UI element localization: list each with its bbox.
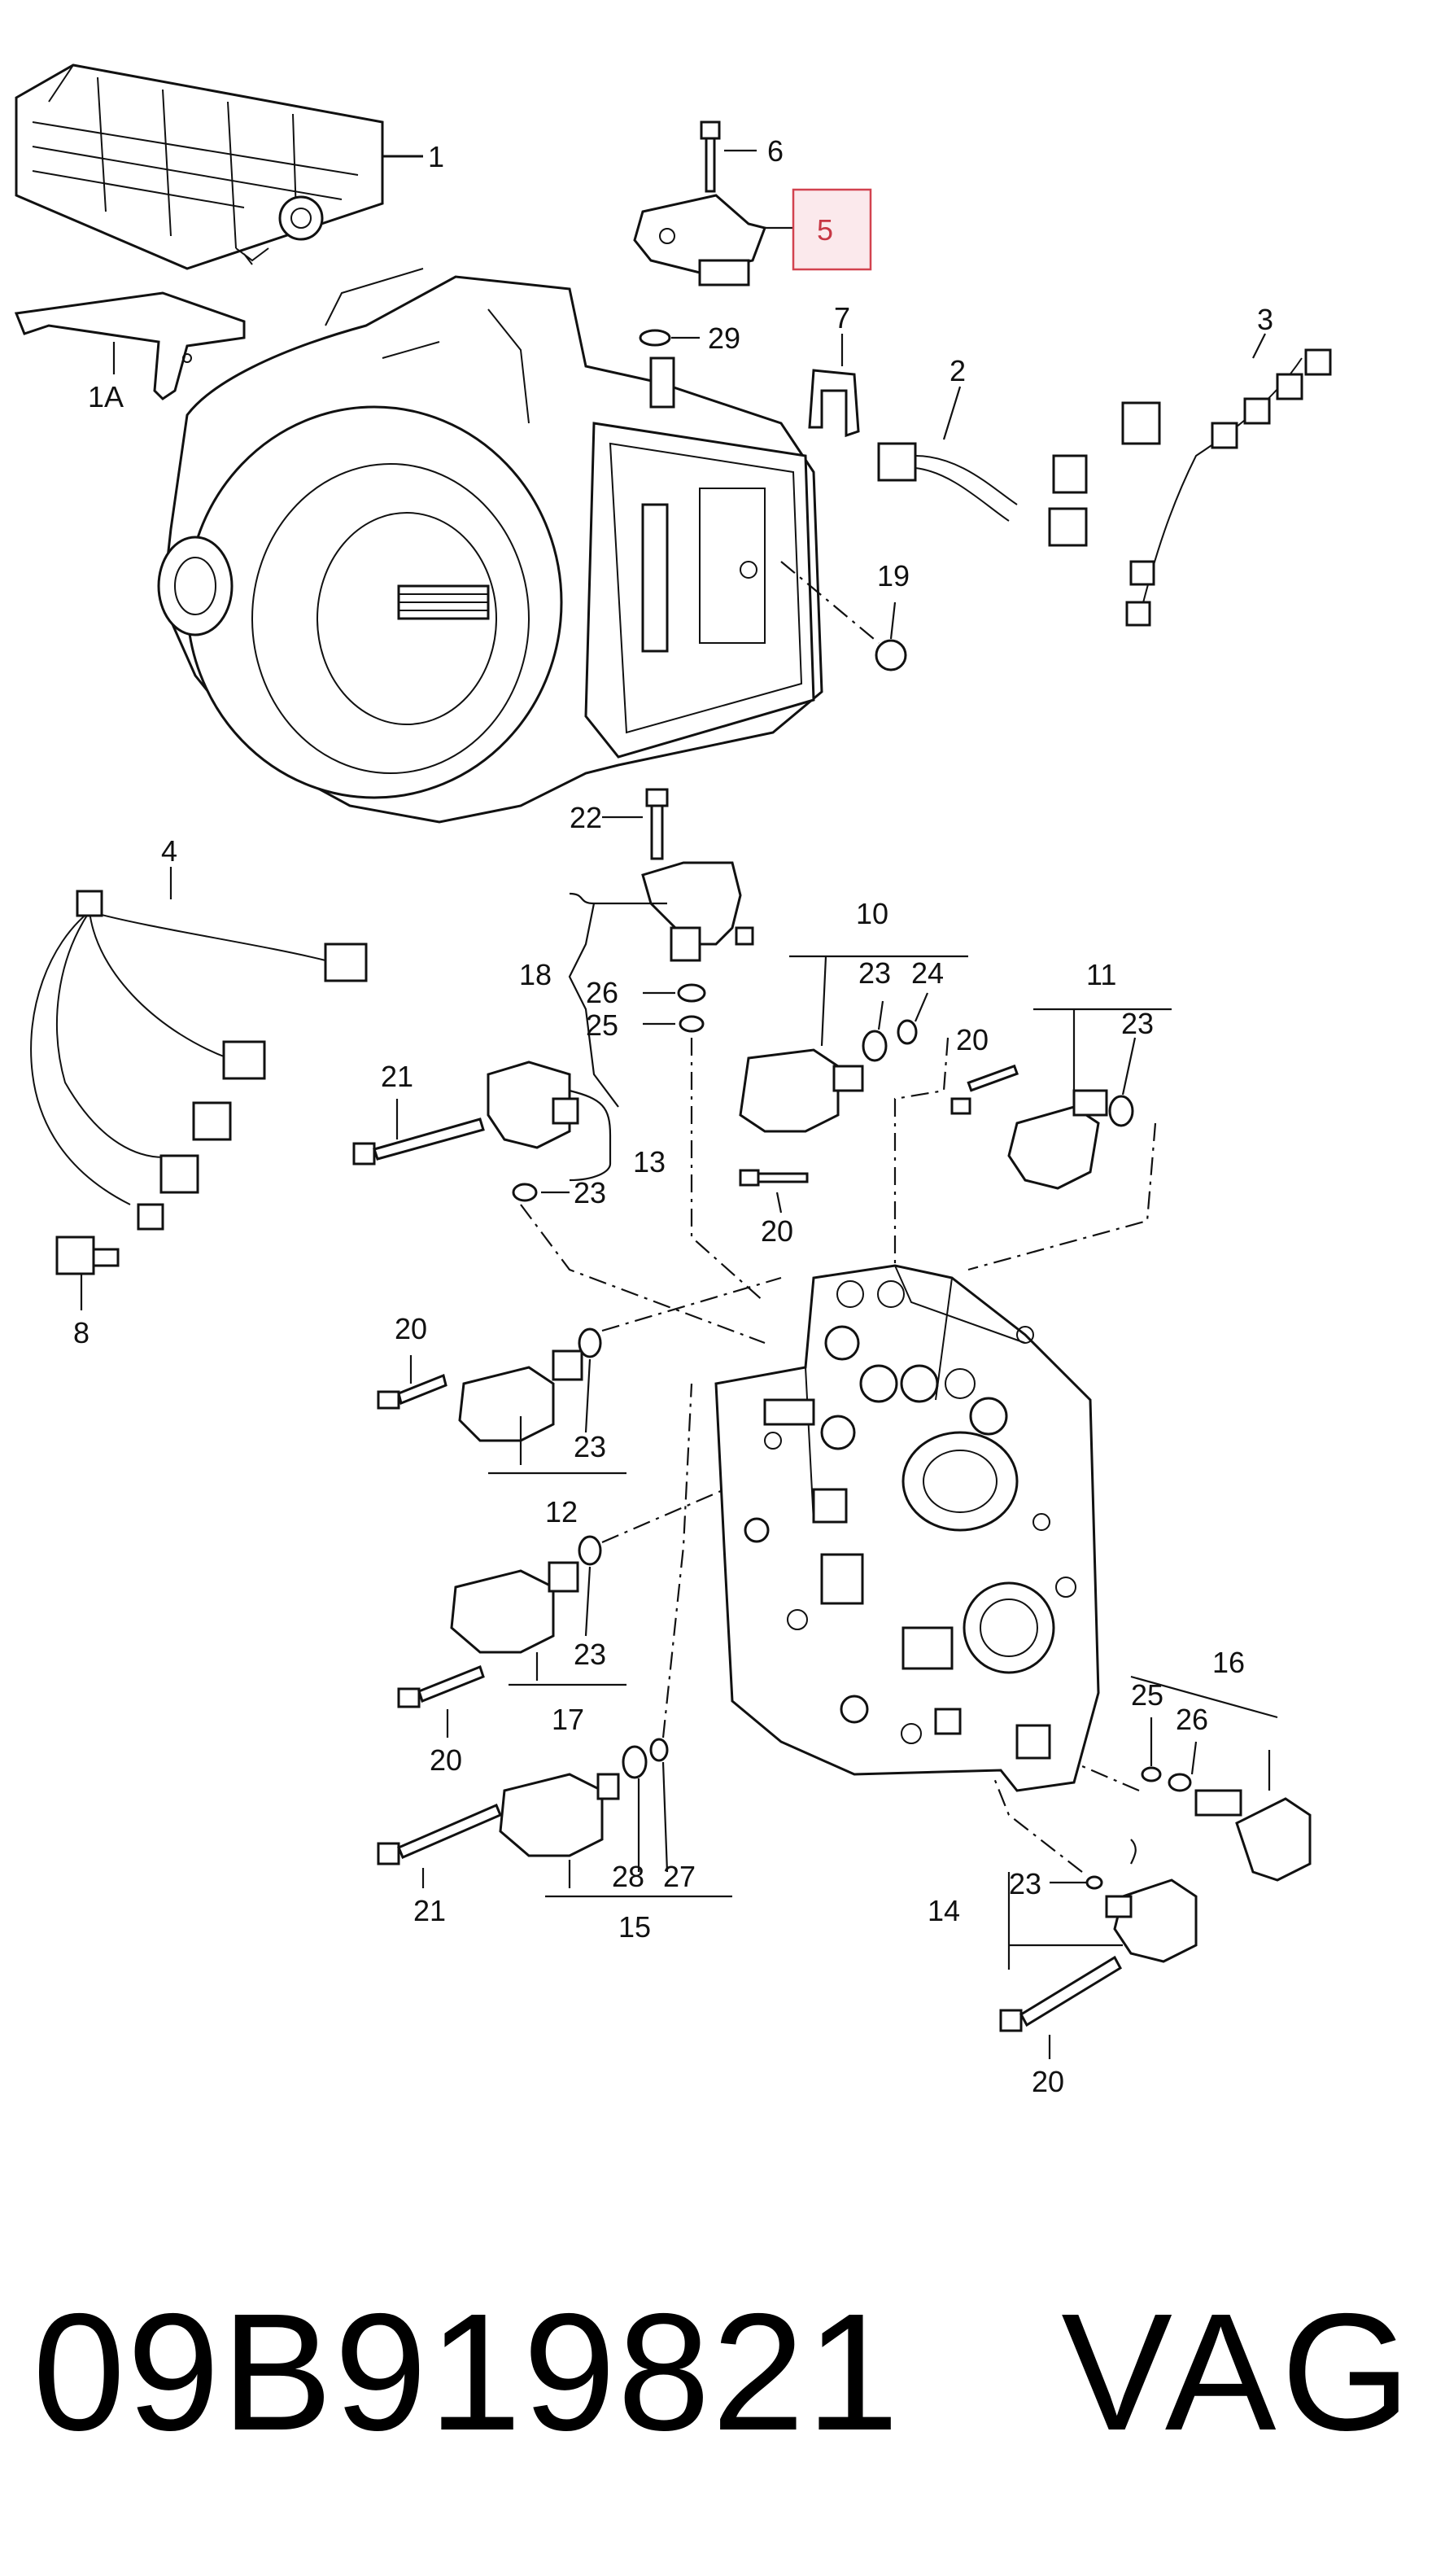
callout-10: 10 [856, 897, 888, 930]
footer-caption: 09B919821 VAG [33, 2271, 1416, 2474]
callout-21-b: 21 [413, 1894, 446, 1927]
callout-20-d: 20 [430, 1743, 462, 1777]
seal-28-drawing [622, 1745, 648, 1779]
callout-17: 17 [552, 1703, 584, 1736]
callout-24: 24 [911, 956, 944, 990]
valve-18-drawing [641, 861, 754, 962]
seal-27-drawing [649, 1738, 669, 1762]
callout-25-a: 25 [586, 1008, 618, 1042]
callout-7: 7 [834, 301, 850, 335]
callout-25-b: 25 [1131, 1678, 1163, 1712]
seal-19-drawing [875, 639, 907, 671]
callout-27: 27 [663, 1860, 696, 1893]
valve-14-drawing [1105, 1878, 1198, 1963]
control-unit-drawing [15, 63, 384, 270]
seal-24-drawing [897, 1019, 918, 1045]
callout-20-a: 20 [956, 1023, 989, 1056]
bolt-6-drawing [700, 120, 721, 193]
seal-23-v17-drawing [578, 1535, 602, 1566]
callout-5: 5 [817, 213, 833, 247]
callout-11: 11 [1086, 958, 1116, 991]
part-5-bracket-drawing [633, 194, 766, 286]
callout-4: 4 [161, 834, 177, 868]
callout-23-f: 23 [1009, 1867, 1041, 1900]
bolt-20-v12-drawing [377, 1373, 447, 1410]
callout-12: 12 [545, 1495, 578, 1529]
callout-26-b: 26 [1176, 1703, 1208, 1736]
harness-3-drawing [1121, 348, 1332, 627]
callout-labels: 1 1A 2 3 4 5 6 7 8 10 11 12 13 14 15 16 … [73, 134, 1273, 2098]
seal-23-v11-drawing [1108, 1095, 1134, 1127]
highlight-box-part-5 [792, 188, 872, 271]
bolt-21-v15-drawing [377, 1804, 502, 1865]
seal-26-v16-drawing [1168, 1773, 1192, 1792]
seal-29-drawing [639, 329, 671, 347]
callout-3: 3 [1257, 303, 1273, 336]
bolt-20-v10-drawing [739, 1169, 809, 1187]
callout-22: 22 [570, 801, 602, 834]
bolt-21-v13-drawing [352, 1117, 485, 1166]
bolt-20-v11-drawing [950, 1064, 1019, 1115]
callout-15: 15 [618, 1910, 651, 1944]
callout-20-b: 20 [761, 1214, 793, 1248]
callout-29: 29 [708, 321, 740, 355]
callout-26-a: 26 [586, 976, 618, 1009]
callout-23-a: 23 [858, 956, 891, 990]
seal-23-v10-drawing [862, 1030, 888, 1062]
callout-23-e: 23 [574, 1638, 606, 1671]
seal-25-upper-drawing [679, 1015, 705, 1033]
callout-20-e: 20 [1032, 2065, 1064, 2098]
seal-26-upper-drawing [677, 983, 706, 1003]
callout-23-d: 23 [574, 1430, 606, 1463]
callout-13: 13 [633, 1145, 666, 1179]
callout-6: 6 [767, 134, 784, 168]
clip-7-drawing [808, 369, 860, 438]
seal-23-v14-drawing [1085, 1875, 1103, 1890]
bolt-22-drawing [645, 788, 669, 860]
part-number: 09B919821 [33, 2279, 901, 2465]
valve-16-drawing [1194, 1789, 1312, 1882]
valve-17-drawing [450, 1561, 579, 1654]
callout-19: 19 [877, 559, 910, 593]
sensor-8-drawing [55, 1236, 120, 1275]
brand-name: VAG [1061, 2279, 1416, 2465]
callout-1a: 1A [88, 380, 124, 413]
bolt-20-v14-drawing [999, 1955, 1122, 2032]
callout-14: 14 [928, 1894, 960, 1927]
valve-11-drawing [1007, 1089, 1108, 1190]
valve-10-drawing [739, 1048, 864, 1133]
valve-body-drawing [714, 1264, 1100, 1792]
seal-25-v16-drawing [1141, 1766, 1162, 1782]
callout-8: 8 [73, 1316, 89, 1349]
callout-20-c: 20 [395, 1312, 427, 1345]
valve-15-drawing [499, 1773, 620, 1857]
valve-13-drawing [487, 1061, 579, 1149]
harness-4-drawing [30, 890, 368, 1231]
callout-18: 18 [519, 958, 552, 991]
callout-23-b: 23 [1121, 1007, 1154, 1040]
valve-12-drawing [458, 1349, 583, 1442]
callout-21-a: 21 [381, 1060, 413, 1093]
bracket-drawing [14, 291, 246, 400]
connector-2-drawing [877, 442, 1088, 547]
callout-23-c: 23 [574, 1176, 606, 1209]
callout-28: 28 [612, 1860, 644, 1893]
bolt-20-v17-drawing [397, 1665, 485, 1708]
seal-23-v13-drawing [512, 1183, 538, 1202]
seal-23-v12-drawing [578, 1327, 602, 1358]
callout-1: 1 [428, 140, 444, 173]
callout-16: 16 [1212, 1646, 1245, 1679]
transmission-housing-drawing [157, 268, 823, 824]
callout-2: 2 [950, 354, 966, 387]
